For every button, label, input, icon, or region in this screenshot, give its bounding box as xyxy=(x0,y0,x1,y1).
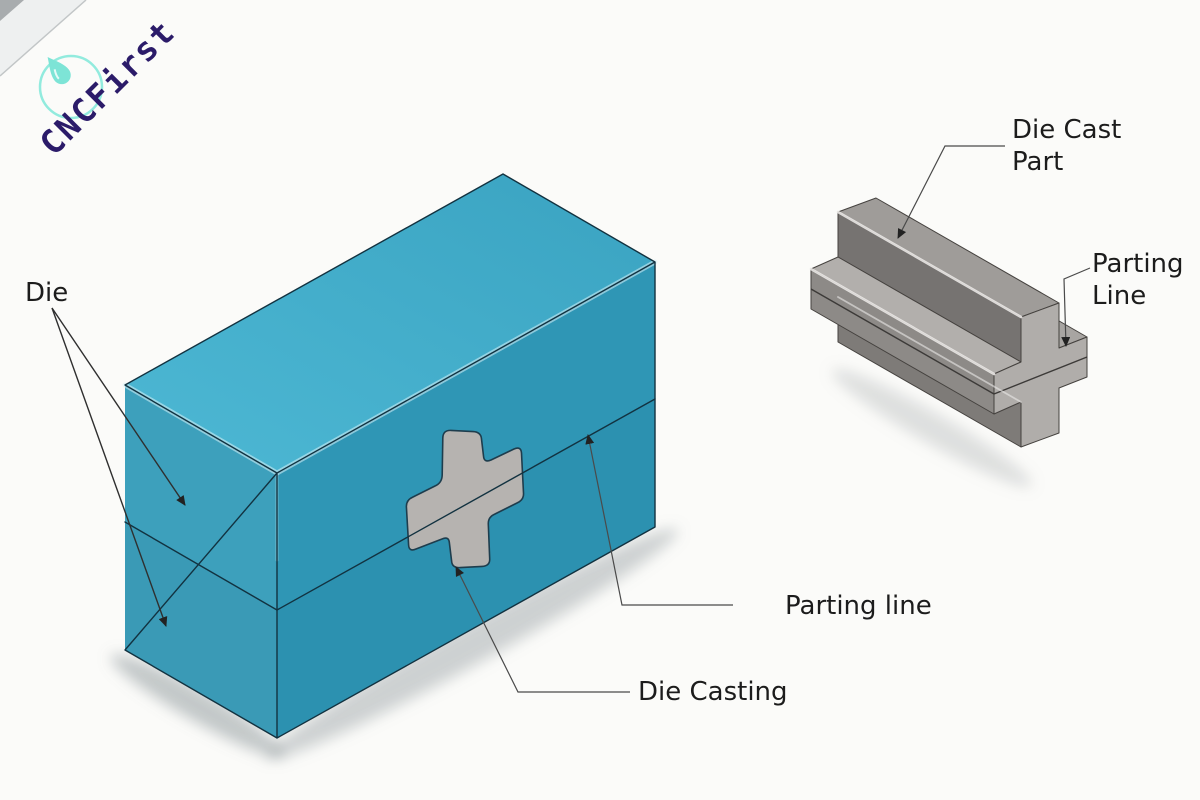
die-casting-leader xyxy=(455,566,630,693)
corner-fold xyxy=(0,0,87,77)
label-die-cast-part-line2: Part xyxy=(1012,147,1063,177)
part-shadow xyxy=(832,369,1032,487)
leader-lines xyxy=(51,145,1091,693)
part-highlight-step-edge xyxy=(809,267,996,376)
corner-fold-edge xyxy=(0,0,87,77)
die-edge-outline xyxy=(124,173,656,739)
die-shadow-front xyxy=(266,528,678,760)
die-leader-upper xyxy=(51,307,186,506)
labels: Die Die Cast Part Parting Line Parting l… xyxy=(25,115,1184,707)
part-parting-seam-side xyxy=(810,288,995,395)
label-parting-line-die: Parting line xyxy=(785,591,932,621)
die-shadow-left xyxy=(111,654,285,758)
part-highlight-top-edge xyxy=(836,210,1023,319)
die-cavity-cross xyxy=(405,429,525,569)
die-top-face xyxy=(125,174,655,473)
parting-line-part-leader xyxy=(1061,267,1091,347)
die-cast-part xyxy=(809,197,1088,448)
logo-droplet-vein xyxy=(53,69,60,80)
label-die: Die xyxy=(25,278,68,308)
logo-droplet-icon xyxy=(47,57,71,85)
shadows xyxy=(111,369,1032,760)
die-leader-lower xyxy=(51,307,168,627)
corner-fold-tip xyxy=(0,0,24,21)
label-die-casting: Die Casting xyxy=(638,677,788,707)
die-front-face-lower xyxy=(277,399,655,738)
label-parting-line-part-line1: Parting xyxy=(1092,249,1184,279)
parting-line-die-leader xyxy=(585,434,733,606)
label-parting-line-part-line2: Line xyxy=(1092,281,1146,311)
label-die-cast-part-line1: Die Cast xyxy=(1012,115,1121,145)
logo-ring-icon xyxy=(38,54,104,120)
die-block xyxy=(122,173,658,739)
die-left-face-lower xyxy=(125,522,277,738)
logo: CNCFirst xyxy=(32,12,183,163)
die-left-face-upper xyxy=(125,385,277,610)
part-highlight-bottom-edge xyxy=(837,296,1022,403)
die-cast-part-leader xyxy=(897,145,1005,239)
logo-text: CNCFirst xyxy=(32,12,183,163)
part-parting-seam-end xyxy=(993,356,1088,395)
